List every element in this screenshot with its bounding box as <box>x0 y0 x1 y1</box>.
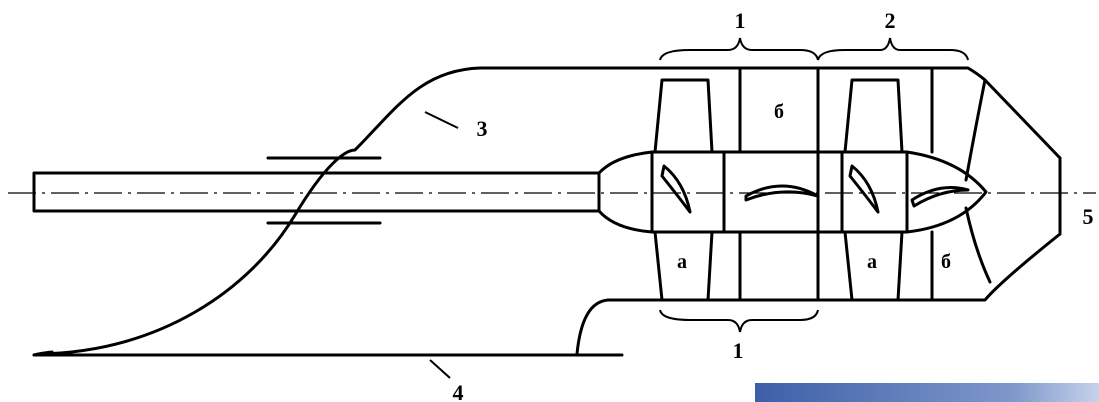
hub-tail-cone <box>905 150 988 234</box>
leader-base <box>429 359 451 379</box>
shaft <box>32 171 601 213</box>
rotor-1-blade-top <box>653 78 714 154</box>
stage-1-brace-bottom <box>659 309 819 333</box>
leader-housing <box>424 111 459 129</box>
label-stage-1-top: 1 <box>735 8 746 33</box>
hub-nose <box>597 150 654 234</box>
label-housing: 3 <box>477 116 488 141</box>
label-rotor-a-2: а <box>867 251 877 273</box>
label-stator-b-1: б <box>774 101 784 123</box>
corner-gradient-strip <box>755 383 1099 402</box>
rotor-2-blade-bottom <box>843 230 904 302</box>
label-outlet: 5 <box>1083 204 1094 229</box>
rotor-2-blade-section <box>848 164 880 214</box>
rotor-2-blade-top <box>843 78 904 154</box>
label-stator-b-2: б <box>941 251 951 273</box>
stage-1-brace-top <box>659 37 819 61</box>
label-rotor-a-1: а <box>677 251 687 273</box>
label-base: 4 <box>453 380 464 402</box>
diffuser-line-top <box>964 78 987 182</box>
rotor-1-blade-section <box>660 164 692 214</box>
diffuser-line-bottom <box>964 206 992 284</box>
rotor-1-blade-bottom <box>653 230 714 302</box>
stator-2-blade-section <box>910 186 970 208</box>
stage-2-brace-top <box>817 37 969 61</box>
stator-1-blade-section <box>744 184 820 202</box>
hub-body <box>650 150 909 234</box>
base-curve <box>32 350 54 357</box>
label-stage-1-bottom: 1 <box>733 338 744 363</box>
housing-outline <box>36 66 1062 356</box>
label-stage-2-top: 2 <box>885 8 896 33</box>
